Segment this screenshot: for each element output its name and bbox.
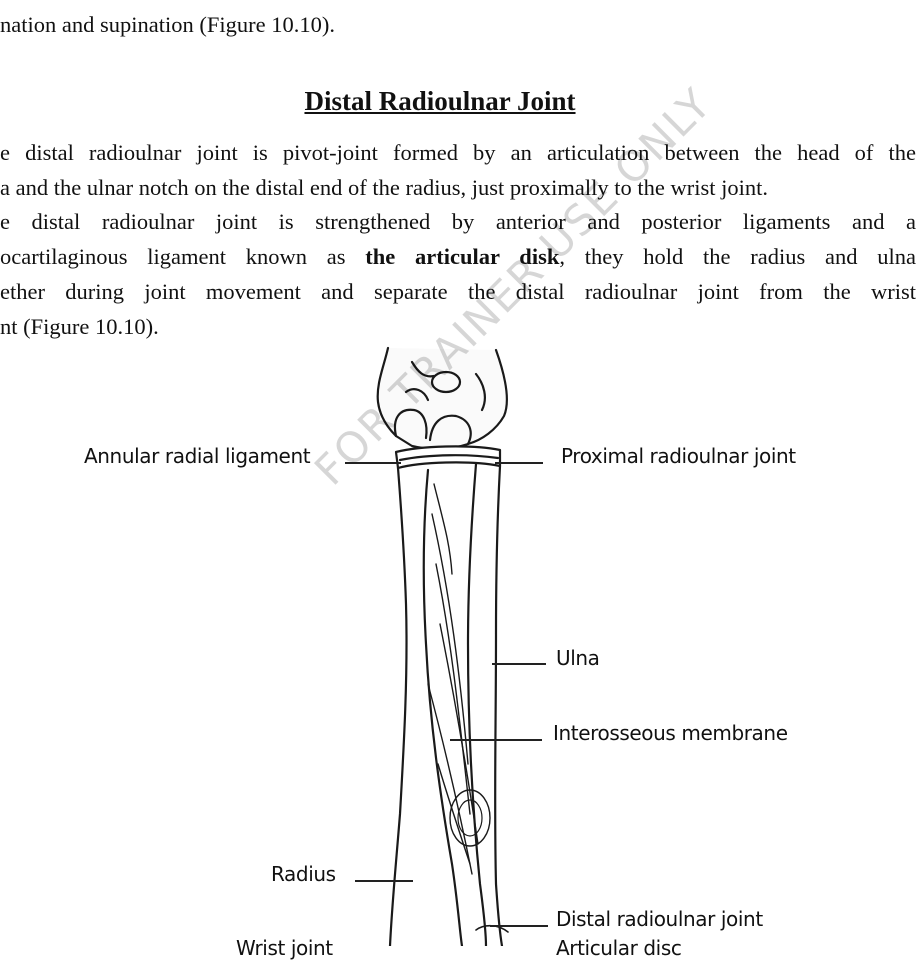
leader-interosseous [450, 739, 542, 741]
paragraph-1-line-1: e distal radioulnar joint is pivot-joint… [0, 140, 916, 166]
top-text-line: nation and supination (Figure 10.10). [0, 12, 335, 38]
label-distal-radioulnar-joint: Distal radioulnar joint [556, 907, 763, 931]
leader-annular-ligament [345, 462, 401, 464]
label-wrist-joint: Wrist joint [236, 936, 333, 960]
paragraph-2-line-3: ether during joint movement and separate… [0, 279, 916, 305]
label-ulna: Ulna [556, 646, 600, 670]
label-annular-radial-ligament: Annular radial ligament [84, 444, 310, 468]
text-run: , they hold the radius and ulna [559, 244, 916, 269]
paragraph-2-line-4: nt (Figure 10.10). [0, 314, 159, 340]
leader-distal-joint [490, 925, 548, 927]
paragraph-2-line-2: ocartilaginous ligament known as the art… [0, 244, 916, 270]
leader-proximal-joint [495, 462, 543, 464]
label-articular-disk: Articular disc [556, 936, 681, 960]
leader-ulna [492, 663, 546, 665]
label-radius: Radius [271, 862, 336, 886]
label-interosseous-membrane: Interosseous membrane [553, 721, 788, 745]
text-run: ocartilaginous ligament known as [0, 244, 365, 269]
label-proximal-radioulnar-joint: Proximal radioulnar joint [561, 444, 796, 468]
leader-radius [355, 880, 413, 882]
section-heading: Distal Radioulnar Joint [0, 86, 880, 117]
paragraph-2-line-1: e distal radioulnar joint is strengthene… [0, 209, 916, 235]
